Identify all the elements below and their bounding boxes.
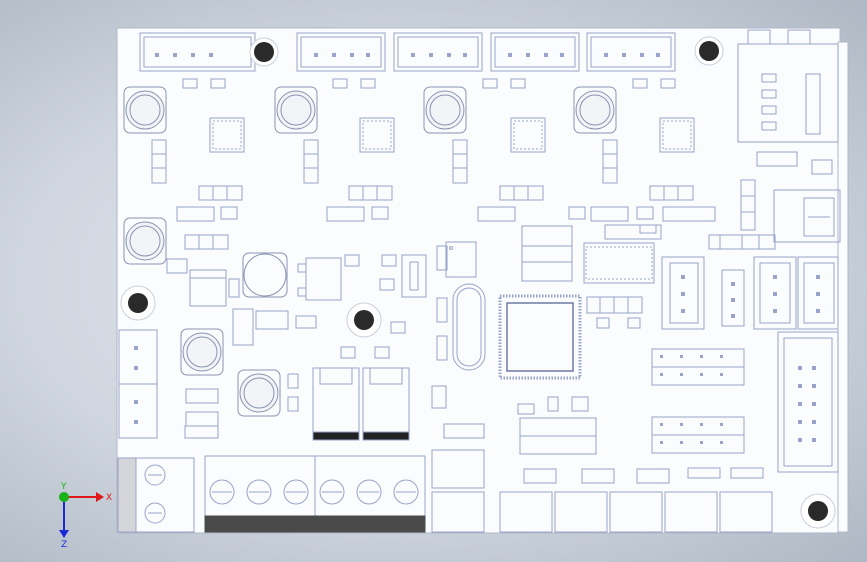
terminal-blocks — [117, 449, 773, 533]
board-right-notch — [837, 41, 849, 533]
z-axis-label: Z — [61, 540, 67, 550]
main-mcu — [498, 294, 582, 380]
top-connectors — [139, 32, 676, 72]
mounting-holes — [120, 36, 836, 529]
passive-components — [151, 78, 833, 484]
x-axis-label: X — [106, 493, 112, 503]
x-axis-head — [96, 492, 104, 502]
y-axis-origin — [59, 492, 69, 502]
capacitors — [123, 86, 617, 417]
z-axis-head — [59, 530, 69, 538]
middle-components — [189, 225, 655, 371]
pin-headers — [118, 256, 839, 473]
sd-card-slot — [737, 29, 839, 143]
usb-connector — [773, 189, 841, 243]
board-outline — [116, 27, 841, 534]
axis-triad: X Y Z — [59, 482, 112, 550]
y-axis-label: Y — [60, 482, 67, 492]
power-diodes — [312, 367, 410, 441]
driver-chips — [209, 117, 695, 153]
